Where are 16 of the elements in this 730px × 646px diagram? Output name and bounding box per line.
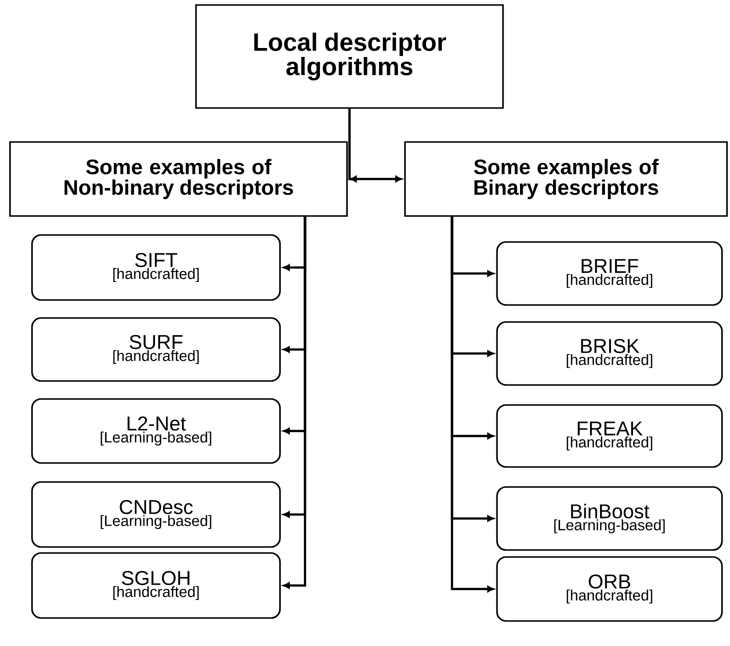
title-box: Local descriptor algorithms: [195, 4, 504, 109]
category-box: Some examples of Non-binary descriptors: [9, 141, 348, 217]
category-box: Some examples of Binary descriptors: [404, 141, 728, 217]
arrow: [450, 216, 494, 592]
descriptor-box: SURF [handcrafted]: [31, 317, 281, 382]
descriptor-box: BRISK [handcrafted]: [496, 321, 723, 386]
descriptor-box: FREAK [handcrafted]: [496, 404, 723, 468]
descriptor-box: ORB [handcrafted]: [496, 556, 723, 622]
arrow: [348, 108, 402, 182]
descriptor-box: CNDesc [Learning-based]: [31, 481, 281, 548]
arrow: [283, 216, 306, 589]
descriptor-box: SGLOH [handcrafted]: [31, 552, 281, 619]
descriptor-box: SIFT [handcrafted]: [31, 234, 281, 301]
descriptor-box: L2-Net [Learning-based]: [31, 398, 281, 464]
descriptor-box: BRIEF [handcrafted]: [496, 241, 723, 306]
descriptor-box: BinBoost [Learning-based]: [496, 486, 723, 551]
